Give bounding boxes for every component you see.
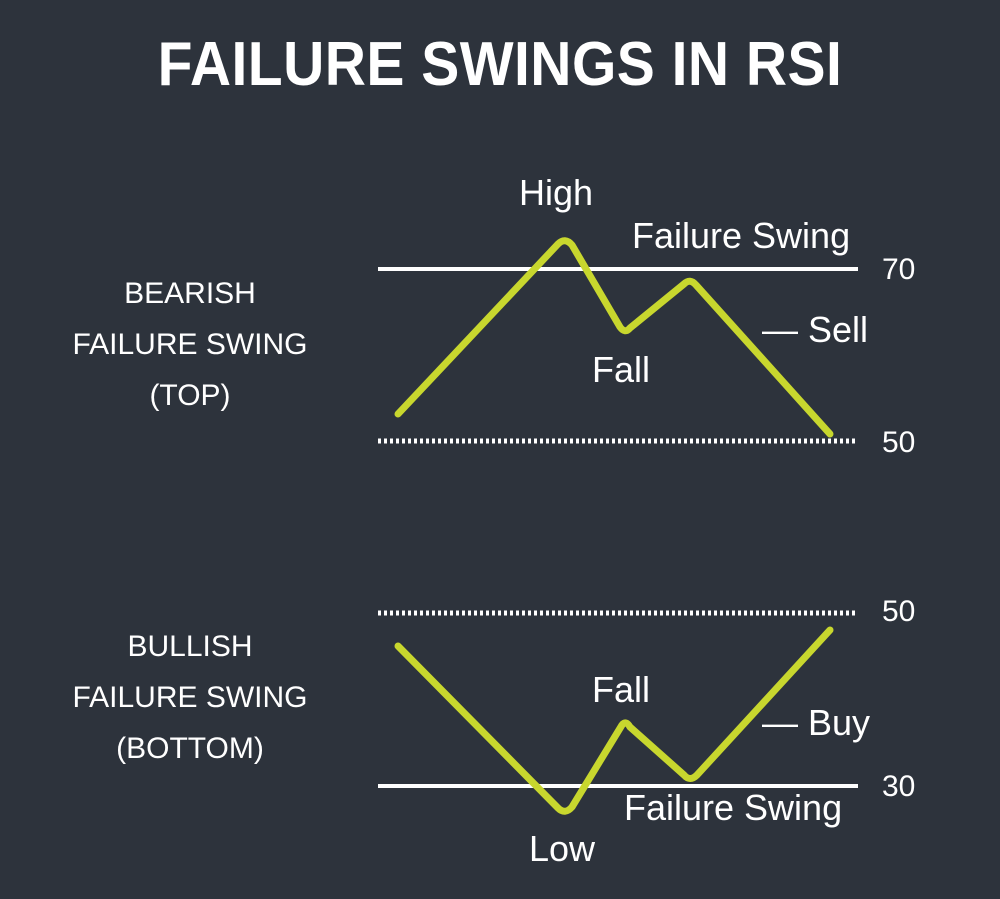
annotation-fall-top: Fall xyxy=(592,349,651,390)
axis-label-50-top: 50 xyxy=(882,426,916,459)
annotation-buy-signal: — Buy xyxy=(762,702,871,743)
bearish-label-line-1: BEARISH xyxy=(124,277,256,310)
annotation-low: Low xyxy=(529,828,596,869)
axis-label-70: 70 xyxy=(882,253,916,286)
axis-label-50-bottom: 50 xyxy=(882,595,916,628)
annotation-failure-swing-top: Failure Swing xyxy=(632,215,851,256)
bullish-side-label: BULLISH FAILURE SWING (BOTTOM) xyxy=(10,621,370,774)
bearish-label-line-2: FAILURE SWING xyxy=(72,328,308,361)
annotation-sell-signal: — Sell xyxy=(762,309,869,350)
page-title: FAILURE SWINGS IN RSI xyxy=(157,30,843,99)
axis-label-30: 30 xyxy=(882,770,916,803)
bullish-label-line-3: (BOTTOM) xyxy=(116,732,264,765)
annotation-fall-bottom: Fall xyxy=(592,669,651,710)
annotation-high: High xyxy=(519,172,594,213)
annotation-failure-swing-bottom: Failure Swing xyxy=(624,787,843,828)
bullish-label-line-1: BULLISH xyxy=(127,630,253,663)
bearish-side-label: BEARISH FAILURE SWING (TOP) xyxy=(10,268,370,421)
bearish-label-line-3: (TOP) xyxy=(149,379,231,412)
bullish-label-line-2: FAILURE SWING xyxy=(72,681,308,714)
